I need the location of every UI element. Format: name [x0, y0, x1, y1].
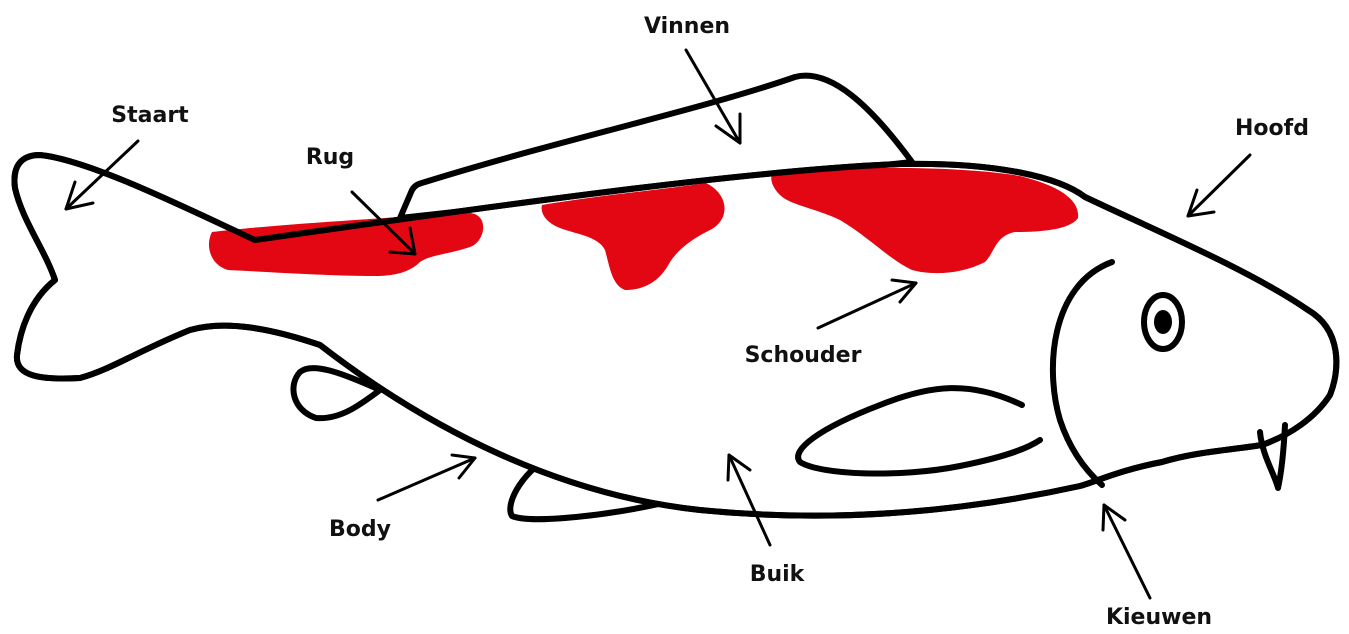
label-staart: Staart — [111, 103, 189, 128]
arrow-kieuwen — [1103, 505, 1150, 598]
label-buik: Buik — [750, 562, 806, 587]
eye-pupil — [1154, 310, 1172, 334]
label-kieuwen: Kieuwen — [1106, 605, 1212, 630]
label-body: Body — [329, 517, 391, 542]
label-rug: Rug — [306, 145, 354, 170]
arrow-body — [378, 455, 475, 500]
label-hoofd: Hoofd — [1235, 116, 1309, 141]
label-vinnen: Vinnen — [644, 14, 730, 39]
arrow-hoofd — [1188, 155, 1250, 216]
label-schouder: Schouder — [745, 343, 862, 368]
